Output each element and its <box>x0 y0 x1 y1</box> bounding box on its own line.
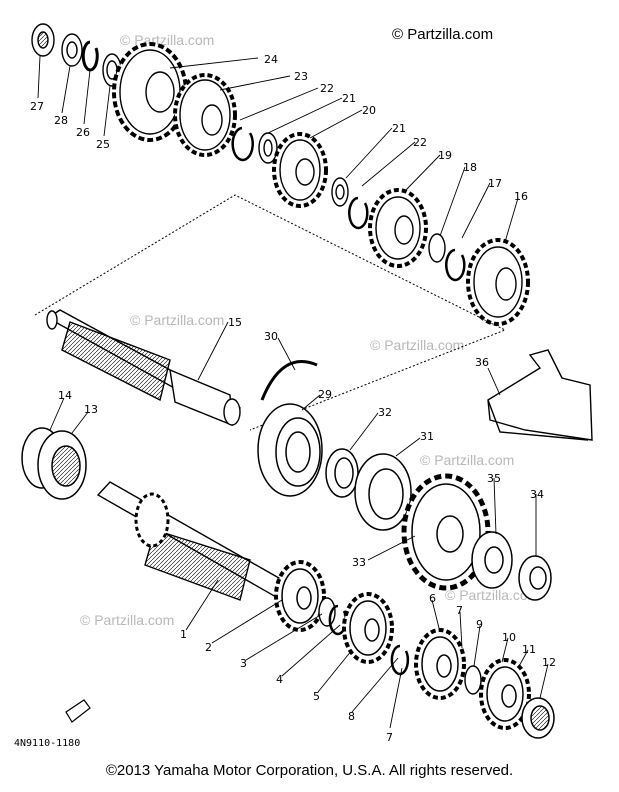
callout-6: 6 <box>429 592 436 605</box>
part-9-washer <box>464 665 482 695</box>
callout-10: 10 <box>502 631 516 644</box>
watermark-text: © Partzilla.com <box>445 587 539 603</box>
callout-27: 27 <box>30 100 44 113</box>
callout-35: 35 <box>487 472 501 485</box>
part-21-washer <box>258 132 278 164</box>
diagram-part-code: 4N9110-1180 <box>14 738 81 749</box>
callout-labels: 24 23 22 21 20 21 22 19 18 17 16 15 30 2… <box>30 53 556 744</box>
part-1-drive-axle <box>96 481 301 606</box>
callout-17: 17 <box>488 177 502 190</box>
callout-24: 24 <box>264 53 278 66</box>
part-30-circlip <box>260 360 318 401</box>
callout-36: 36 <box>475 356 489 369</box>
callout-34: 34 <box>530 488 544 501</box>
callout-28: 28 <box>54 114 68 127</box>
callout-29: 29 <box>318 388 332 401</box>
part-18-washer <box>428 233 446 263</box>
watermark-text: © Partzilla.com <box>120 32 214 48</box>
callout-20: 20 <box>362 104 376 117</box>
part-27-bearing <box>31 23 55 57</box>
watermark-text: © Partzilla.com <box>370 337 464 353</box>
callout-7: 7 <box>386 731 393 744</box>
front-arrow-icon <box>65 699 91 723</box>
callout-11: 11 <box>522 643 536 656</box>
callout-9: 9 <box>476 618 483 631</box>
part-23-gear <box>173 73 237 157</box>
callout-14: 14 <box>58 389 72 402</box>
part-14-13-bearing <box>21 427 87 500</box>
part-8-circlip <box>390 644 410 676</box>
part-21-washer-b <box>331 177 349 207</box>
part-16-gear <box>466 238 530 326</box>
part-33-sprocket <box>401 473 491 591</box>
callout-30: 30 <box>264 330 278 343</box>
part-26-circlip <box>81 40 99 72</box>
part-5-gear <box>342 592 394 664</box>
callout-16: 16 <box>514 190 528 203</box>
part-12-bearing <box>521 697 555 739</box>
callout-7-b: 7 <box>456 604 463 617</box>
part-10-11-gear <box>479 658 531 730</box>
callout-18: 18 <box>463 161 477 174</box>
callout-19: 19 <box>438 149 452 162</box>
callout-8: 8 <box>348 710 355 723</box>
copyright-footer: ©2013 Yamaha Motor Corporation, U.S.A. A… <box>105 762 514 779</box>
part-36-stopper <box>487 349 593 441</box>
part-6-gear <box>414 628 466 700</box>
callout-13: 13 <box>84 403 98 416</box>
callout-2: 2 <box>205 641 212 654</box>
callout-26: 26 <box>76 126 90 139</box>
callout-15: 15 <box>228 316 242 329</box>
callout-3: 3 <box>240 657 247 670</box>
part-31-oil-seal <box>354 453 412 531</box>
part-20-gear <box>272 132 328 208</box>
callout-22: 22 <box>320 82 334 95</box>
callout-1: 1 <box>180 628 187 641</box>
assembly-outline <box>34 194 507 431</box>
callout-33: 33 <box>352 556 366 569</box>
callout-25: 25 <box>96 138 110 151</box>
callout-23: 23 <box>294 70 308 83</box>
leader-lines <box>37 55 549 729</box>
part-2-gear <box>274 560 326 632</box>
watermark-header: © Partzilla.com <box>392 26 494 43</box>
callout-12: 12 <box>542 656 556 669</box>
callout-4: 4 <box>276 673 283 686</box>
watermark-text: © Partzilla.com <box>420 452 514 468</box>
part-35-lock-washer <box>471 531 513 589</box>
callout-21: 21 <box>342 92 356 105</box>
part-22-circlip <box>231 126 254 162</box>
part-29-bearing <box>257 403 323 497</box>
part-28-washer <box>61 33 83 67</box>
watermark-text: © Partzilla.com <box>80 612 174 628</box>
part-15-main-axle <box>46 309 242 427</box>
part-34-nut <box>518 555 552 601</box>
part-32-collar <box>325 448 359 498</box>
callout-21-b: 21 <box>392 122 406 135</box>
callout-5: 5 <box>313 690 320 703</box>
callout-32: 32 <box>378 406 392 419</box>
callout-22-b: 22 <box>413 136 427 149</box>
part-17-circlip <box>445 248 466 282</box>
part-24-gear <box>112 42 188 142</box>
upper-gear-group <box>31 23 530 326</box>
watermark-text: © Partzilla.com <box>130 312 224 328</box>
callout-31: 31 <box>420 430 434 443</box>
part-22-circlip-b <box>348 196 369 230</box>
part-19-gear <box>368 188 428 268</box>
